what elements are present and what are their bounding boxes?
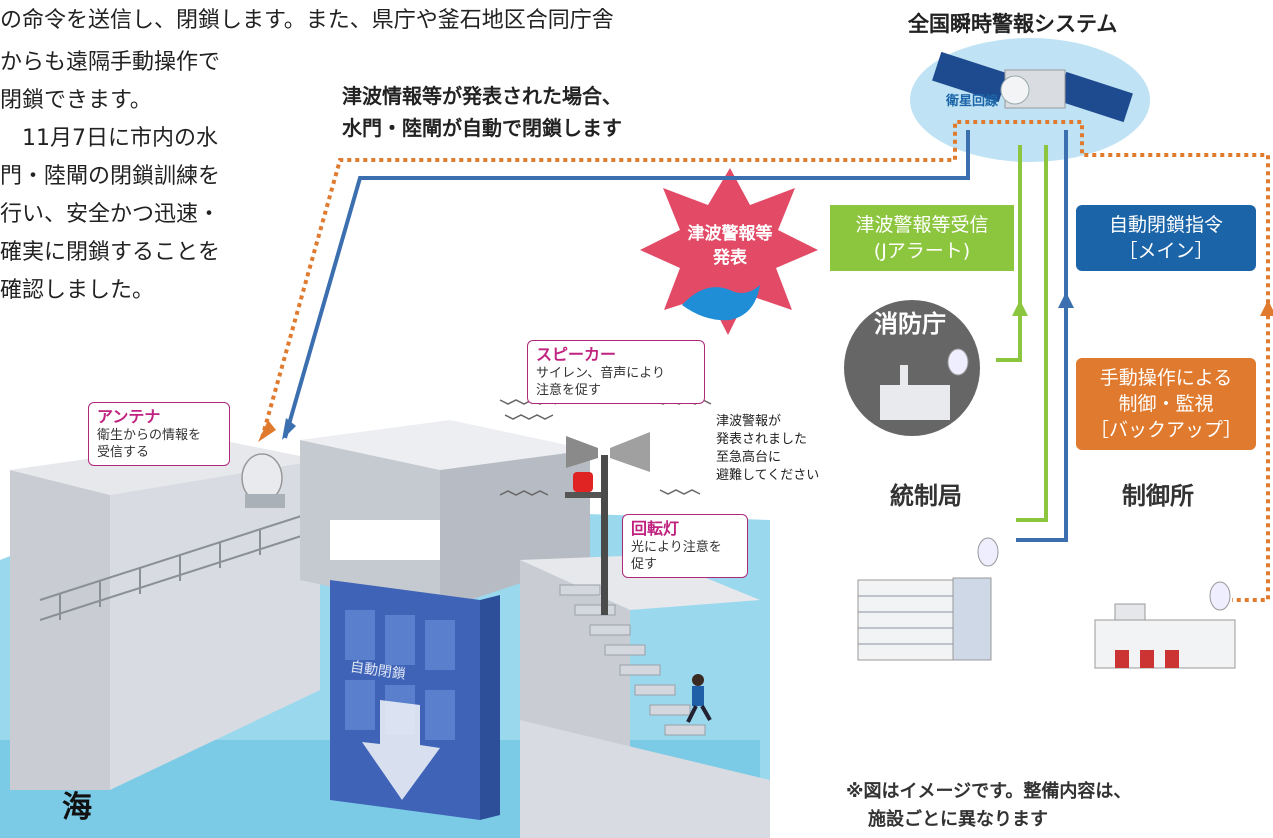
blue-arrowhead-right xyxy=(1058,292,1074,308)
gate-opening xyxy=(330,520,440,560)
light-callout-line-2: 促す xyxy=(631,557,658,572)
note-line-2: 施設ごとに異なります xyxy=(868,809,1048,830)
satellite-panel-right xyxy=(1057,71,1133,123)
bureau-line-2: 釜石合庁 xyxy=(850,541,922,562)
light-callout-line-1: 光により注意を xyxy=(631,540,722,555)
blue-route xyxy=(283,130,1068,542)
office-line-3: 消防署など xyxy=(1088,571,1178,592)
fire-dept-dish xyxy=(947,348,969,376)
intro-col-line: からも遠隔手動操作で xyxy=(0,50,221,75)
office-dish xyxy=(1209,581,1231,611)
left-fence xyxy=(39,509,321,621)
manual-line-1: 手動操作による xyxy=(1099,367,1233,389)
warning-burst-text: 津波警報等 発表 xyxy=(672,222,788,270)
speaker-callout: スピーカー サイレン、音声により 注意を促す xyxy=(527,340,705,404)
fire-dept-label: 消防庁 xyxy=(874,310,946,338)
light-callout-title: 回転灯 xyxy=(631,519,680,538)
stairs xyxy=(559,584,706,736)
antenna-callout-line-2: 受信する xyxy=(97,445,150,460)
left-wall-side xyxy=(110,460,320,790)
left-wall-front xyxy=(10,470,110,790)
fire-dept-building xyxy=(880,365,950,420)
intro-column: からも遠隔手動操作で 閉鎖できます。 11月7日に市内の水 門・陸閘の閉鎖訓練を… xyxy=(0,44,280,310)
left-wall-top xyxy=(10,440,320,495)
rotating-light xyxy=(573,472,593,492)
flow-caption-line-1: 津波情報等が発表された場合、 xyxy=(342,84,622,108)
manual-line-2: 制御・監視 xyxy=(1118,393,1214,415)
intro-col-line: 門・陸閘の閉鎖訓練を xyxy=(0,164,221,189)
satellite-label: 衛星回線 xyxy=(946,94,999,109)
control-office-title: 制御所 xyxy=(1122,482,1194,510)
system-title: 全国瞬時警報システム xyxy=(908,12,1118,36)
prefecture-building xyxy=(857,577,992,661)
office-line-1: 合庁 xyxy=(1088,515,1124,536)
manual-control-box: 手動操作による 制御・監視 ［バックアップ］ xyxy=(1076,358,1256,450)
antenna-callout: アンテナ 衛生からの情報を 受信する xyxy=(88,402,230,466)
announcement-line: 避難してください xyxy=(716,468,820,483)
wave-graphic xyxy=(682,285,760,321)
flow-caption-line-2: 水門・陸閘が自動で閉鎖します xyxy=(342,116,622,140)
auto-close-command-box: 自動閉鎖指令 ［メイン］ xyxy=(1076,205,1256,271)
sea-label: 海 xyxy=(62,790,92,825)
control-bureau-title: 統制局 xyxy=(890,482,962,510)
light-callout: 回転灯 光により注意を 促す xyxy=(622,514,748,578)
intro-col-line: 11月7日に市内の水 xyxy=(0,126,218,151)
speaker-callout-line-2: 注意を促す xyxy=(536,383,602,398)
announcement-line: 津波警報が xyxy=(716,414,782,429)
control-bureau-text: 県庁 釜石合庁 xyxy=(850,510,922,566)
speaker-pole xyxy=(601,455,608,615)
receive-line-1: 津波警報等受信 xyxy=(855,214,989,236)
right-block-top xyxy=(520,555,760,610)
office-line-2: 市町村 xyxy=(1088,543,1142,564)
satellite-dish xyxy=(1000,75,1030,105)
auto-line-1: 自動閉鎖指令 xyxy=(1108,214,1223,236)
antenna-callout-title: アンテナ xyxy=(97,407,161,426)
antenna-callout-line-1: 衛生からの情報を xyxy=(97,428,202,443)
warning-burst xyxy=(640,168,818,335)
flow-caption: 津波情報等が発表された場合、 水門・陸閘が自動で閉鎖します xyxy=(342,80,622,144)
intro-col-line: 確認しました。 xyxy=(0,278,155,303)
auto-line-2: ［メイン］ xyxy=(1118,240,1214,262)
lower-wall xyxy=(520,720,770,838)
receive-line-2: (Jアラート) xyxy=(873,240,971,262)
burst-line-1: 津波警報等 xyxy=(687,224,773,244)
intro-line-1: の命令を送信し、閉鎖します。また、県庁や釜石地区合同庁舎 xyxy=(0,8,614,33)
intro-col-line: 行い、安全かつ迅速・ xyxy=(0,202,221,227)
speaker-callout-line-1: サイレン、音声により xyxy=(536,366,665,381)
control-office-text: 合庁 市町村 消防署など xyxy=(1088,512,1178,596)
burst-line-2: 発表 xyxy=(713,248,747,268)
green-route xyxy=(996,145,1048,522)
antenna-base xyxy=(245,494,285,508)
bureau-line-1: 県庁 xyxy=(850,513,886,534)
orange-arrowhead-right xyxy=(1260,300,1273,316)
speaker-callout-title: スピーカー xyxy=(536,345,617,364)
blue-arrowhead-left xyxy=(282,418,296,440)
intro-col-line: 閉鎖できます。 xyxy=(0,88,152,113)
gate-tower-top xyxy=(300,420,590,470)
intro-col-line: 確実に閉鎖することを xyxy=(0,240,221,265)
manual-line-3: ［バックアップ］ xyxy=(1089,419,1242,441)
jalert-receive-box: 津波警報等受信 (Jアラート) xyxy=(830,205,1014,271)
speaker-horn-right xyxy=(610,432,650,472)
gate-door-side xyxy=(480,595,500,820)
orange-arrowhead-left xyxy=(258,420,276,442)
note-line-1: ※図はイメージです。整備内容は、 xyxy=(846,781,1132,802)
office-building xyxy=(1094,603,1236,669)
announcement-line: 至急高台に xyxy=(716,450,782,465)
running-person xyxy=(686,674,712,723)
prefecture-dish xyxy=(977,537,999,567)
satellite-panel-left xyxy=(932,51,1008,103)
announcement-text: 津波警報が 発表されました 至急高台に 避難してください xyxy=(716,413,819,485)
announcement-line: 発表されました xyxy=(716,432,808,447)
green-arrowhead xyxy=(1012,300,1028,316)
disclaimer-note: ※図はイメージです。整備内容は、 施設ごとに異なります xyxy=(846,778,1131,834)
orange-route xyxy=(260,120,1270,602)
speaker-horn-left xyxy=(566,436,598,468)
gate-arrow xyxy=(362,700,440,800)
